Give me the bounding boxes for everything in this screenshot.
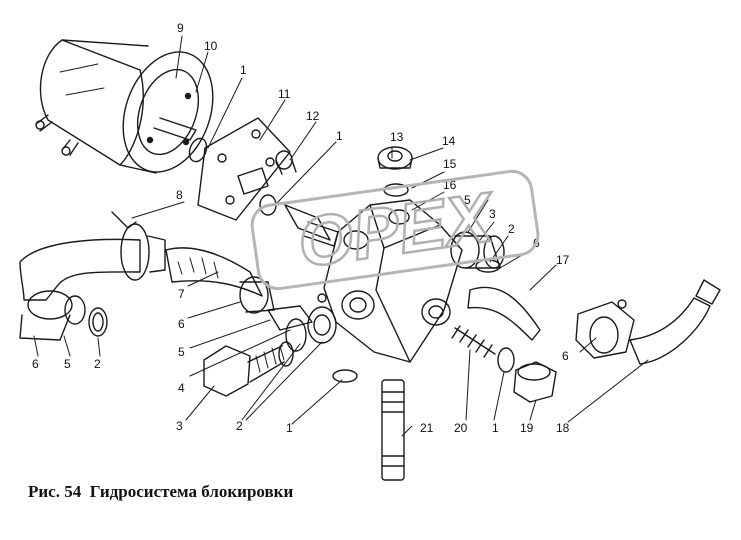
callout-9: 9 <box>177 21 184 35</box>
banjo-bolt <box>203 341 294 397</box>
callout-1: 1 <box>492 421 499 435</box>
callout-11: 11 <box>278 87 291 101</box>
pump-motor-housing <box>35 39 214 174</box>
callout-1: 1 <box>286 421 293 435</box>
callout-2: 2 <box>94 357 101 371</box>
spring-20 <box>451 325 496 358</box>
cap-nut <box>377 146 413 170</box>
right-union-6 <box>575 299 635 359</box>
corrugated-hose-18 <box>629 297 711 365</box>
hose-clamp <box>111 211 166 281</box>
callout-10: 10 <box>204 39 218 53</box>
right-hose <box>467 286 541 341</box>
callout-6: 6 <box>32 357 39 371</box>
callout-6: 6 <box>562 349 569 363</box>
watermark-logo: OPEX <box>250 169 540 291</box>
callout-3: 3 <box>489 207 496 221</box>
callout-1: 1 <box>336 129 343 143</box>
callout-14: 14 <box>442 134 456 148</box>
figure-caption: Рис. 54 Гидросистема блокировки <box>28 482 293 502</box>
o-ring <box>332 369 358 383</box>
corrugated-hose <box>165 247 263 297</box>
callout-15: 15 <box>443 157 457 171</box>
callout-3: 3 <box>176 419 183 433</box>
o-ring <box>497 347 515 373</box>
plug-12 <box>275 150 297 175</box>
callout-5: 5 <box>64 357 71 371</box>
callout-21: 21 <box>420 421 434 435</box>
callout-4: 4 <box>178 381 185 395</box>
callout-1: 1 <box>240 63 247 77</box>
callout-8: 8 <box>176 188 183 202</box>
valve-body-block <box>323 199 463 363</box>
stud-21 <box>381 379 405 481</box>
callout-2: 2 <box>508 222 515 236</box>
callout-13: 13 <box>390 130 404 144</box>
left-elbow-assembly <box>19 238 141 341</box>
left-union <box>239 276 327 314</box>
caption-title: Гидросистема блокировки <box>89 482 294 501</box>
callout-18: 18 <box>556 421 570 435</box>
callout-6: 6 <box>178 317 185 331</box>
callout-7: 7 <box>178 287 185 301</box>
o-ring <box>188 137 208 163</box>
fitting-and-washers <box>267 305 337 352</box>
caption-number: Рис. 54 <box>28 482 82 501</box>
watermark-text: OPEX <box>293 177 501 282</box>
callout-20: 20 <box>454 421 468 435</box>
callout-17: 17 <box>556 253 570 267</box>
callout-2: 2 <box>236 419 243 433</box>
callout-12: 12 <box>306 109 320 123</box>
callout-5: 5 <box>178 345 185 359</box>
callout-19: 19 <box>520 421 534 435</box>
flange-plate <box>197 117 291 221</box>
plug-19 <box>513 361 557 403</box>
callout-5: 5 <box>464 193 471 207</box>
